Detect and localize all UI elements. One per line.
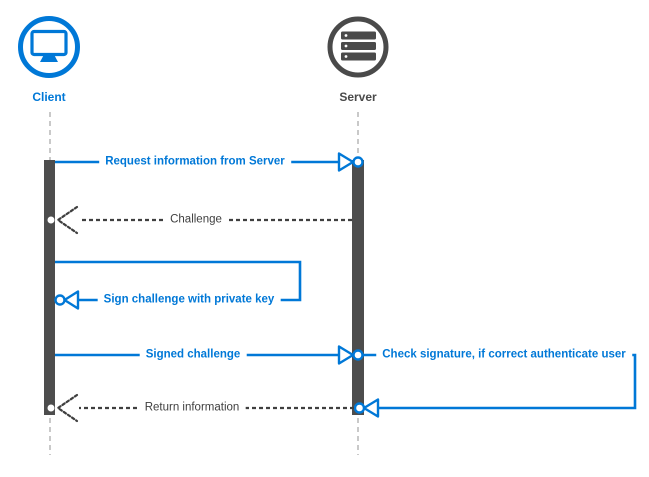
- server-label: Server: [339, 90, 377, 104]
- client-activation-bar: [44, 160, 55, 415]
- message-return-arrow: [47, 393, 354, 423]
- client-label: Client: [32, 90, 66, 104]
- server-activation-bar: [352, 160, 364, 415]
- message-label-signed-challenge: Signed challenge: [139, 347, 247, 363]
- monitor-icon: [18, 16, 80, 78]
- message-label-sign-challenge: Sign challenge with private key: [97, 292, 281, 308]
- message-label-check-signature: Check signature, if correct authenticate…: [376, 347, 632, 363]
- message-check-signature-arrow: [353, 353, 637, 418]
- message-label-request: Request information from Server: [99, 154, 291, 170]
- server-stack-icon: [327, 16, 389, 78]
- message-label-return-information: Return information: [138, 400, 246, 416]
- message-label-challenge: Challenge: [164, 212, 228, 228]
